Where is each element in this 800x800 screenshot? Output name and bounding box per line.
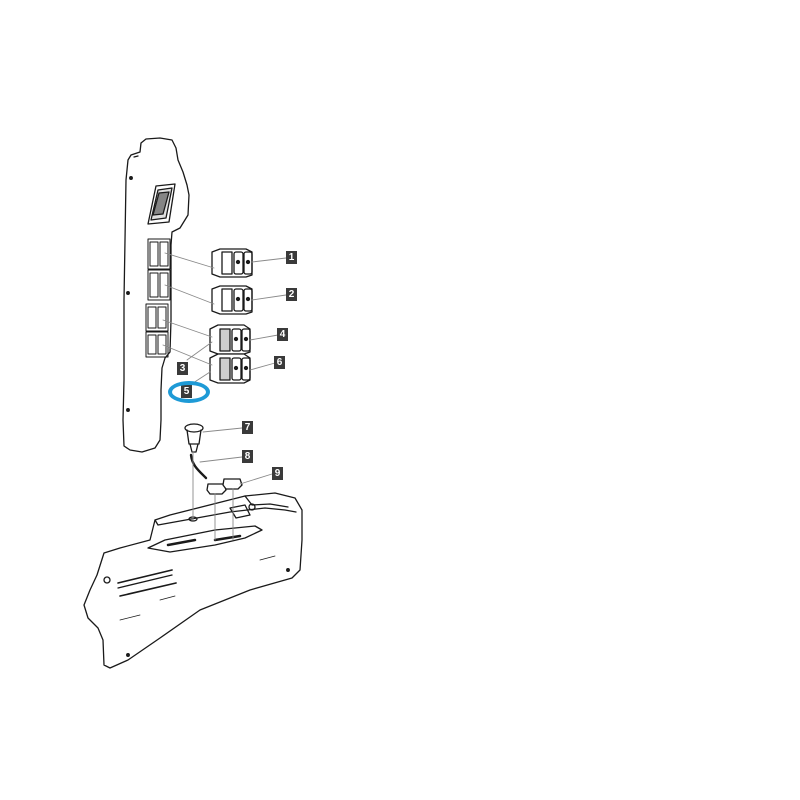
callout-4[interactable]: 4 [277, 328, 288, 341]
switch-unit-1[interactable] [211, 248, 253, 278]
cover-caps-part[interactable] [206, 478, 243, 495]
callout-2[interactable]: 2 [286, 288, 297, 301]
callout-8[interactable]: 8 [242, 450, 253, 463]
switch-unit-4[interactable] [209, 324, 251, 355]
cable-part[interactable] [189, 453, 208, 480]
callout-9[interactable]: 9 [272, 467, 283, 480]
callout-6[interactable]: 6 [274, 356, 285, 369]
power-socket-part[interactable] [184, 423, 204, 453]
cab-pillar-panel[interactable] [122, 137, 190, 453]
switch-unit-2[interactable] [211, 285, 253, 315]
callout-5[interactable]: 5 [181, 385, 192, 398]
leader-lines [162, 252, 287, 541]
center-console[interactable] [83, 492, 303, 669]
callout-7[interactable]: 7 [242, 421, 253, 434]
callout-1[interactable]: 1 [286, 251, 297, 264]
switch-unit-6[interactable] [209, 353, 251, 384]
callout-3[interactable]: 3 [177, 362, 188, 375]
